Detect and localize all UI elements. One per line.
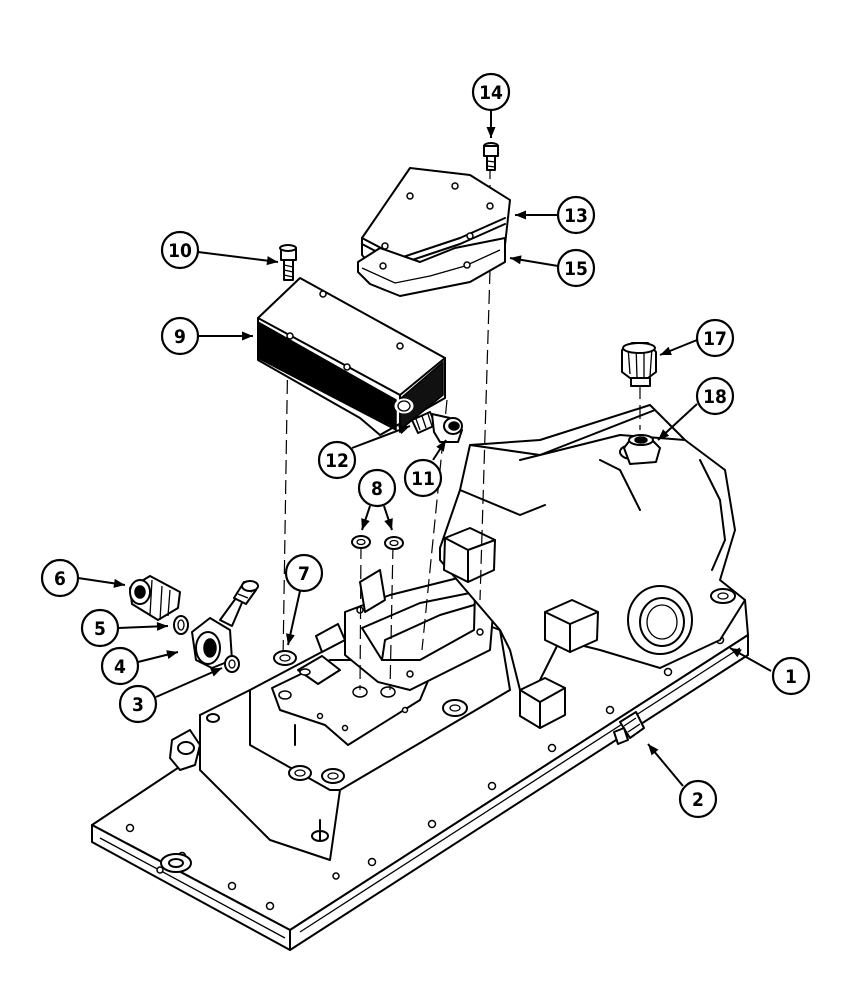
- callout-9-arrowhead: [242, 331, 253, 341]
- callout-13-circle: [556, 195, 596, 235]
- callout-13-arrowhead: [515, 210, 526, 220]
- callout-10-leader: [197, 251, 279, 263]
- valve-block: [257, 277, 446, 436]
- callout-14-arrowhead: [486, 127, 496, 138]
- callout-8-circle: [357, 468, 397, 508]
- grease-fitting-2: [613, 711, 645, 745]
- fitting-12-11: [411, 411, 463, 443]
- callout-8-label: 8: [371, 478, 383, 500]
- callout-8-arrowhead: [361, 518, 370, 530]
- callout-12-arrowhead: [398, 425, 410, 435]
- callout-12-label: 12: [325, 450, 349, 472]
- callout-3-label: 3: [132, 694, 144, 716]
- callout-18-arrowhead: [658, 429, 670, 440]
- callout-10-label: 10: [168, 240, 192, 262]
- callout-18-circle: [695, 376, 735, 416]
- callout-6-label: 6: [54, 568, 66, 590]
- callout-11-circle: [403, 458, 443, 498]
- fitting-18: [623, 434, 661, 465]
- callout-17-arrowhead: [660, 346, 672, 356]
- callout-9-circle: [160, 316, 200, 356]
- callout-9-label: 9: [174, 326, 186, 348]
- callout-5-circle: [80, 608, 120, 648]
- callout-2-label: 2: [692, 789, 704, 811]
- callout-7-circle: [284, 553, 324, 593]
- callout-8-b-arrowhead: [384, 518, 393, 530]
- callout-6-circle: [40, 558, 80, 598]
- callout-14-circle: [471, 72, 511, 112]
- callout-4-arrowhead: [166, 650, 178, 660]
- callout-17-circle: [695, 318, 735, 358]
- callout-5-arrowhead: [156, 621, 168, 631]
- bolt-14: [483, 142, 499, 171]
- bolt-10: [279, 244, 297, 281]
- callout-3-circle: [118, 684, 158, 724]
- callout-5-label: 5: [94, 618, 106, 640]
- callout-1-circle: [771, 656, 811, 696]
- callout-12-circle: [317, 440, 357, 480]
- callout-4-circle: [100, 646, 140, 686]
- callout-2-arrowhead: [648, 744, 659, 756]
- callout-7-arrowhead: [285, 633, 295, 645]
- callout-10-circle: [160, 230, 200, 270]
- callout-15-label: 15: [564, 258, 588, 280]
- washers-8: [351, 535, 404, 550]
- callout-15-arrowhead: [510, 255, 522, 265]
- callout-14-label: 14: [479, 82, 503, 104]
- callout-11-arrowhead: [436, 440, 446, 452]
- callout-4-label: 4: [114, 656, 126, 678]
- callout-3-leader: [155, 667, 223, 698]
- callout-7-label: 7: [298, 563, 310, 585]
- callout-6-arrowhead: [113, 578, 125, 588]
- callout-17-label: 17: [703, 328, 727, 350]
- breather-cap-17: [621, 342, 657, 387]
- gasket-15: [357, 237, 506, 297]
- callout-11-label: 11: [411, 468, 435, 490]
- callout-10-arrowhead: [266, 256, 278, 266]
- callout-2-circle: [678, 779, 718, 819]
- callout-15-circle: [556, 248, 596, 288]
- banjo-fitting-assembly: [129, 575, 259, 673]
- callout-3-arrowhead: [210, 668, 222, 677]
- callout-13-label: 13: [564, 205, 588, 227]
- callout-1-label: 1: [785, 666, 797, 688]
- callout-18-label: 18: [703, 386, 727, 408]
- washer-7: [273, 650, 297, 666]
- callout-1-arrowhead: [730, 648, 742, 658]
